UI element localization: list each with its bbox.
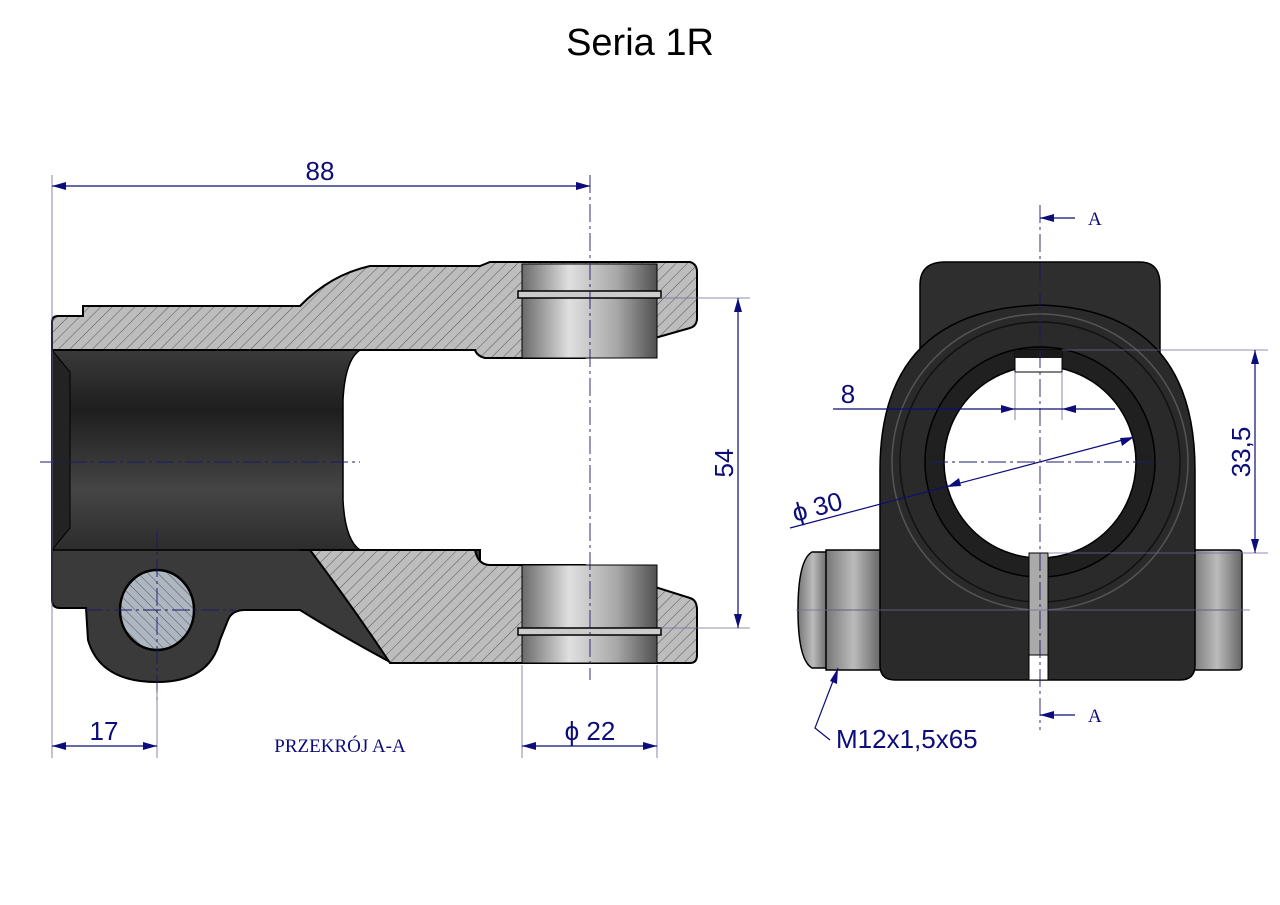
- dim-pin-offset: 17: [90, 716, 119, 746]
- dim-overall-length: 88: [306, 156, 335, 186]
- cross-bore-lower: [521, 564, 658, 664]
- dim-cross-bore: ϕ 22: [565, 716, 616, 746]
- section-view: 88 54 17 ϕ 22 PRZEKRÓJ A-A: [40, 156, 750, 758]
- hub-bore: [51, 349, 363, 551]
- section-marker-bottom: A: [1088, 706, 1102, 727]
- dim-keyway-depth: 33,5: [1226, 427, 1256, 478]
- bolt-callout: M12x1,5x65: [836, 724, 978, 754]
- cross-bore-upper: [521, 263, 658, 359]
- end-view: A A 8 ϕ 30 33,5 M12x1,5x65: [789, 205, 1268, 754]
- dim-keyway-width: 8: [841, 379, 855, 409]
- dim-bore-diameter: ϕ 30: [789, 486, 846, 528]
- dim-ear-spacing: 54: [709, 449, 739, 478]
- section-marker-top: A: [1088, 209, 1102, 230]
- drawing-title: Seria 1R: [566, 22, 714, 64]
- section-label: PRZEKRÓJ A-A: [274, 735, 406, 757]
